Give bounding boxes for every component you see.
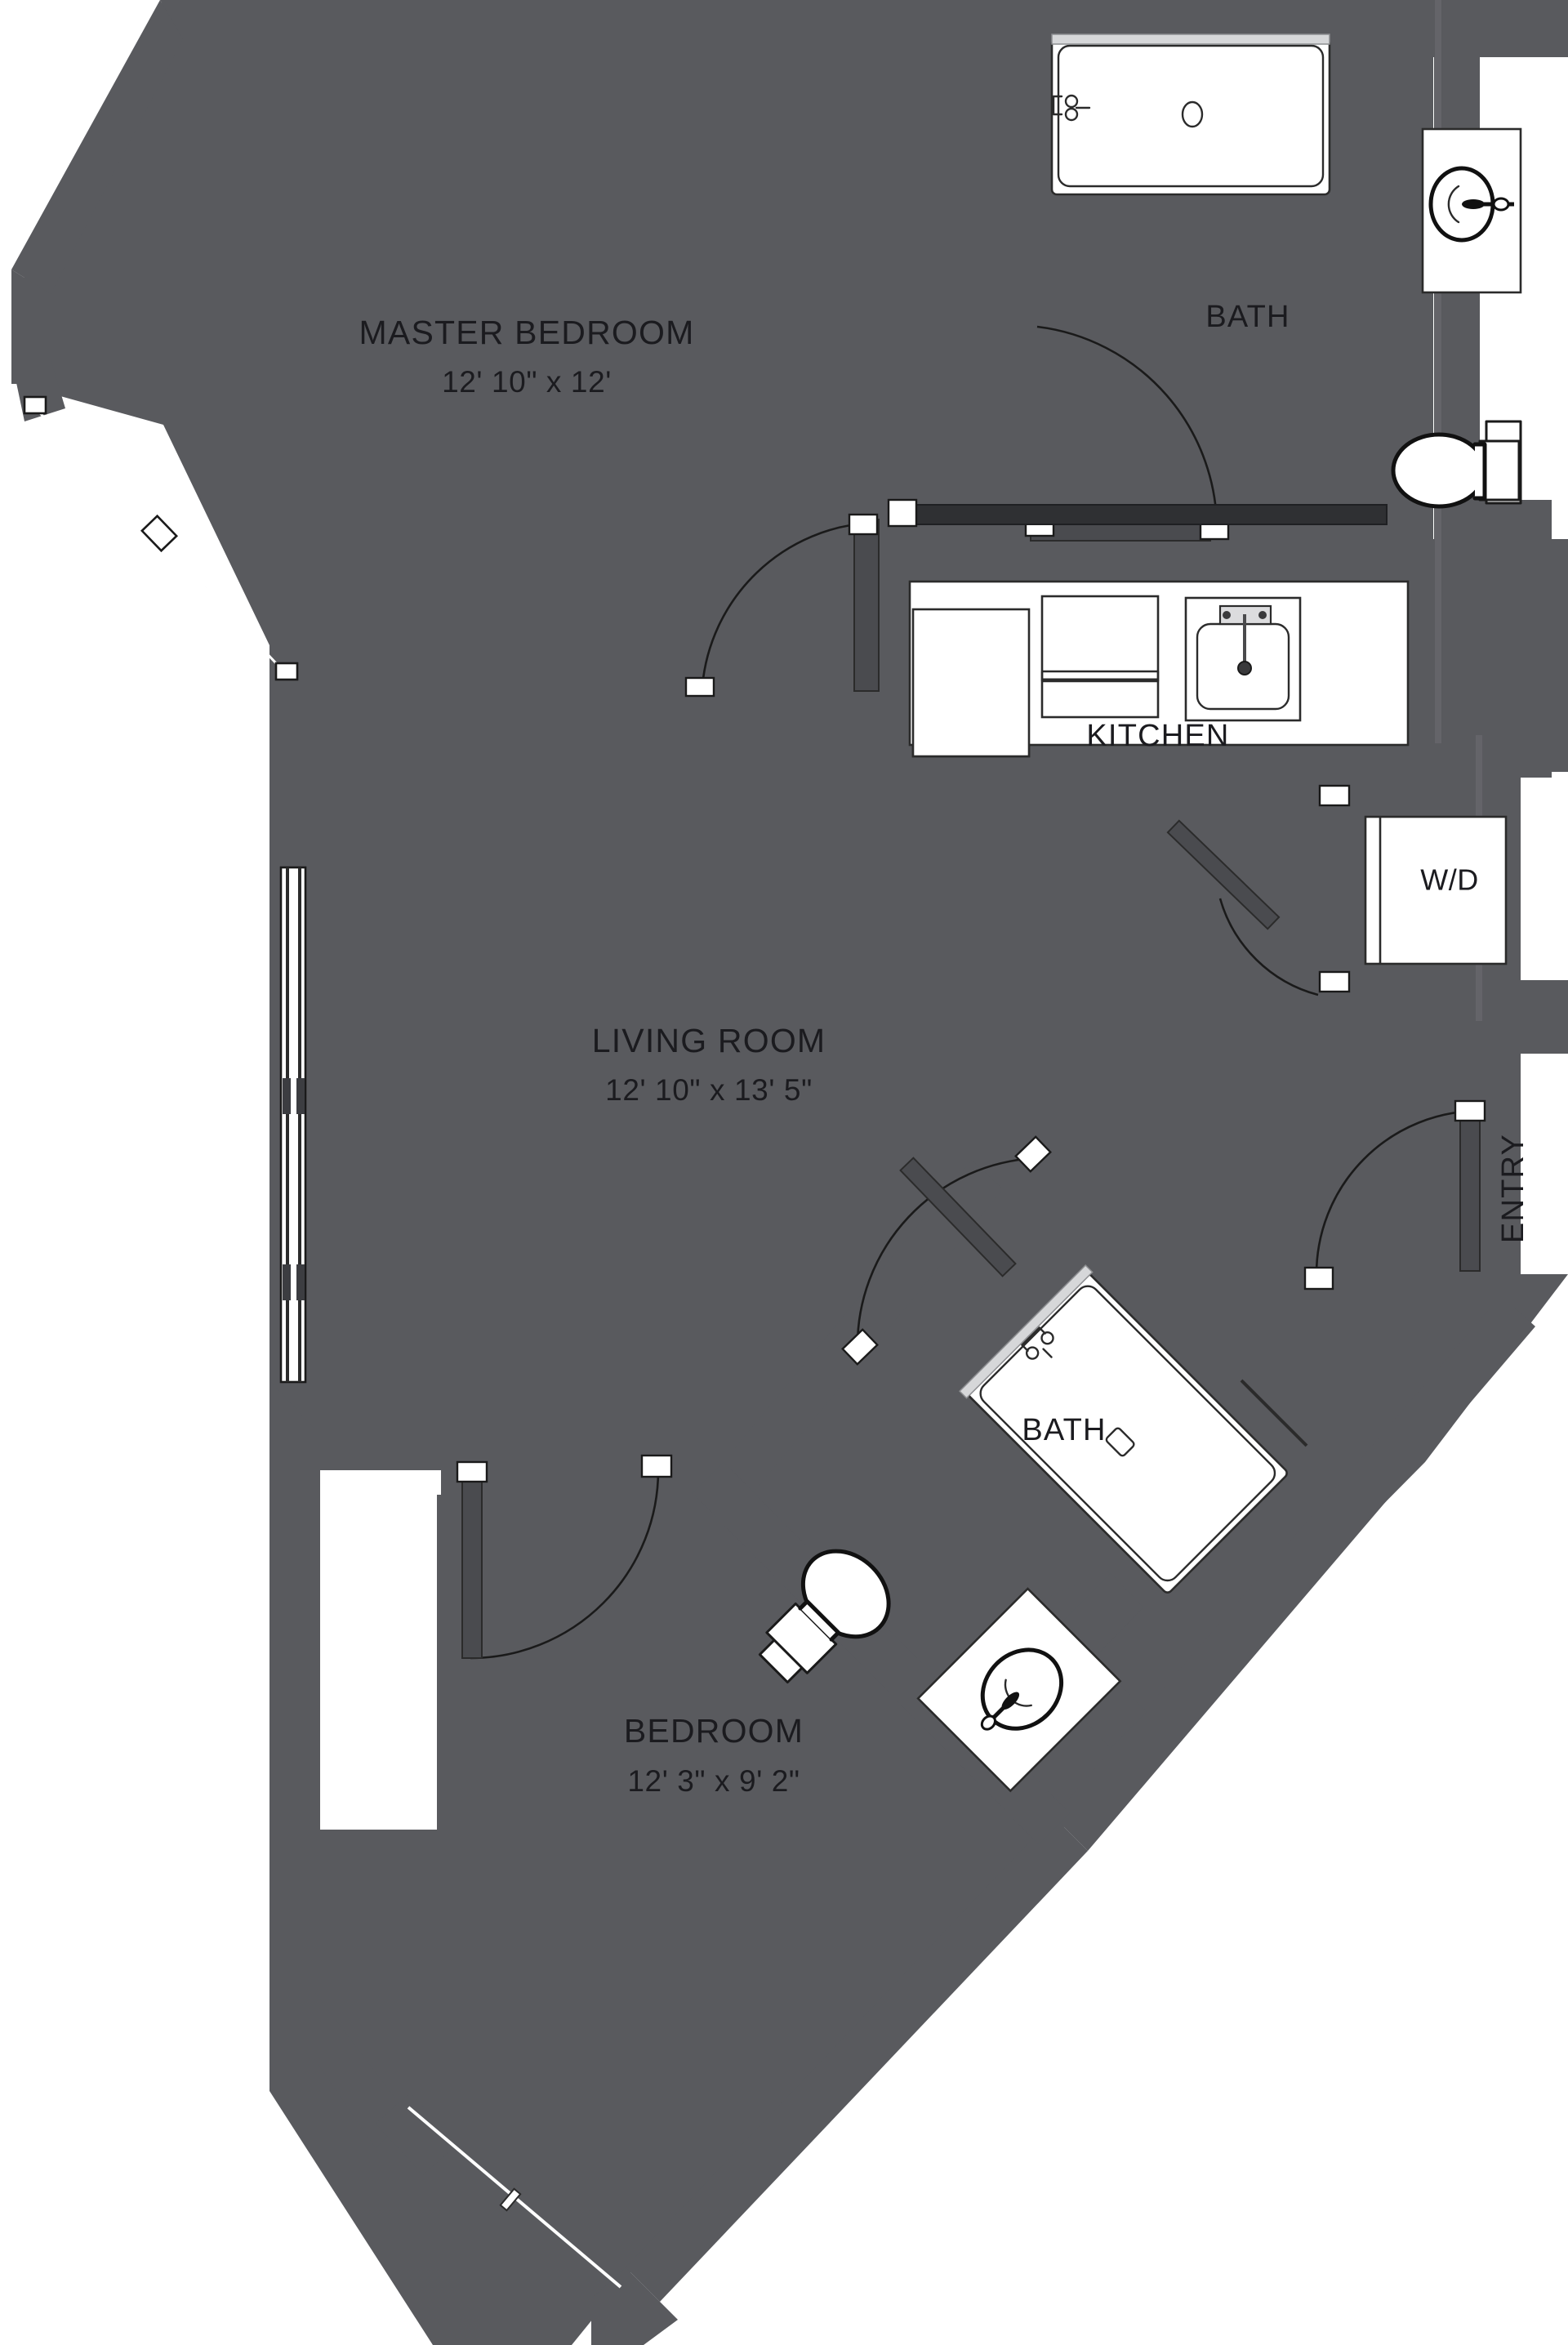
room-label-entry: ENTRY	[1496, 1134, 1530, 1243]
bathtub-icon-lower	[958, 1264, 1288, 1594]
door-bedroom[interactable]	[456, 1454, 673, 1660]
kitchen-fixtures	[887, 498, 1410, 758]
windows	[23, 395, 1308, 2289]
room-label-living-room: LIVING ROOM	[592, 1022, 826, 1059]
room-label-kitchen: KITCHEN	[1086, 719, 1229, 753]
bathroom-sink-icon-upper	[1421, 127, 1522, 294]
room-labels: MASTER BEDROOM 12' 10" x 12' BATH KITCHE…	[359, 300, 1530, 1798]
room-dims-bedroom: 12' 3" x 9' 2"	[627, 1764, 800, 1798]
door-wd-closet[interactable]	[1166, 784, 1351, 996]
door-lower-bath[interactable]	[841, 1135, 1052, 1366]
toilet-icon-lower	[758, 1549, 891, 1684]
kitchen-upper-cabinet	[896, 504, 1388, 525]
lower-bath-fixtures	[758, 1264, 1288, 1793]
window-living-room-left	[279, 866, 307, 1384]
room-label-bedroom: BEDROOM	[624, 1712, 804, 1750]
appliance-label-washer-dryer: W/D	[1420, 863, 1478, 897]
window-bedroom-diagonal	[407, 2106, 622, 2289]
room-label-bath-lower: BATH	[1022, 1413, 1106, 1447]
window-master-bedroom-diagonal	[23, 395, 299, 681]
door-master-bedroom[interactable]	[684, 513, 880, 698]
bathroom-sink-icon-lower	[916, 1587, 1122, 1793]
door-entry[interactable]	[1303, 1099, 1486, 1291]
upper-bath-fixtures	[1050, 33, 1522, 509]
room-dims-living-room: 12' 10" x 13' 5"	[605, 1073, 813, 1107]
toilet-icon-upper	[1391, 420, 1522, 509]
exterior-walls	[11, 0, 1568, 2345]
room-dims-master-bedroom: 12' 10" x 12'	[442, 365, 612, 399]
bathtub-icon	[1050, 33, 1331, 196]
kitchen-sink-icon	[1184, 596, 1302, 722]
window-lower-bath	[1240, 1379, 1308, 1447]
range-stove-icon	[1040, 595, 1160, 719]
closet-bedroom	[320, 1470, 445, 1830]
washer-dryer-icon	[1364, 815, 1508, 965]
room-label-bath-upper: BATH	[1205, 300, 1290, 334]
room-label-master-bedroom: MASTER BEDROOM	[359, 314, 695, 351]
